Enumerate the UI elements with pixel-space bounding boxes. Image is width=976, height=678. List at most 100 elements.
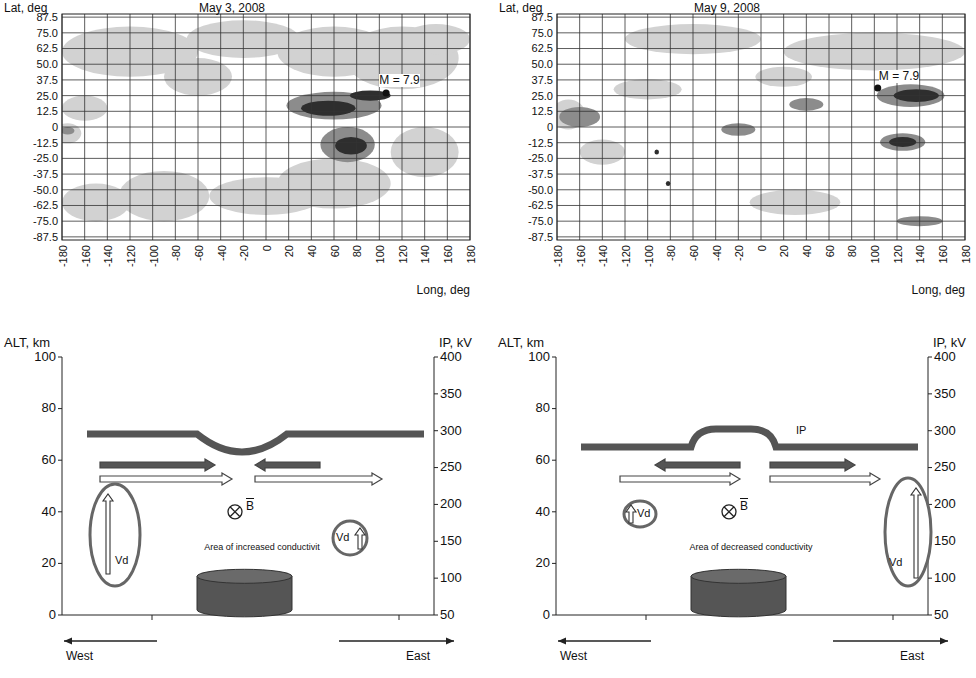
label: 100 xyxy=(440,571,462,585)
field-symbol xyxy=(228,505,242,519)
axis-line xyxy=(556,357,557,615)
label: ALT, km xyxy=(498,336,544,350)
velocity-label: Vd xyxy=(637,507,650,519)
label: -80 xyxy=(170,245,182,261)
label: 250 xyxy=(440,460,462,474)
map xyxy=(54,14,470,240)
label: Long, deg xyxy=(417,284,470,297)
tick xyxy=(928,467,932,468)
label: 120 xyxy=(397,245,409,263)
drift-arrow xyxy=(655,459,740,471)
label: 100 xyxy=(934,571,956,585)
label: 0 xyxy=(52,121,58,133)
direction-arrow xyxy=(339,640,454,641)
ellipse-outline xyxy=(624,501,656,527)
grid-line xyxy=(557,95,965,96)
label: 0 xyxy=(756,245,768,251)
label: 140 xyxy=(420,245,432,263)
grid-line xyxy=(62,189,470,190)
label: IP, kV xyxy=(933,336,966,350)
ionosphere-potential xyxy=(581,429,918,447)
axis-line xyxy=(434,357,435,615)
label: Area of increased conductivit xyxy=(204,543,320,553)
tick xyxy=(552,408,556,409)
label: -180 xyxy=(57,245,69,267)
ellipse-outline xyxy=(883,476,933,588)
tick xyxy=(928,578,932,579)
label: -100 xyxy=(643,245,655,267)
drift-ellipse: Vd xyxy=(883,476,933,588)
axis-line xyxy=(62,357,63,615)
label: -100 xyxy=(148,245,160,267)
grid-line xyxy=(557,158,965,159)
field-symbol xyxy=(230,507,240,517)
epicenter-dot xyxy=(383,90,390,97)
label: 75.0 xyxy=(37,27,58,39)
tick xyxy=(434,615,438,616)
label: 80 xyxy=(352,245,364,257)
label: IP xyxy=(796,424,806,436)
direction-arrow xyxy=(833,640,948,641)
grid-line xyxy=(557,111,965,112)
label: B xyxy=(740,500,748,513)
label: 180 xyxy=(465,245,477,263)
source-cylinder xyxy=(691,569,786,583)
tick xyxy=(58,408,62,409)
label: East xyxy=(900,650,924,663)
label: 40 xyxy=(306,245,318,257)
label: -140 xyxy=(102,245,114,267)
grid-line xyxy=(62,174,470,175)
tick xyxy=(552,615,556,616)
arrow-head xyxy=(446,638,454,645)
label: 250 xyxy=(934,460,956,474)
anomaly-area xyxy=(880,133,925,151)
label: -120 xyxy=(125,245,137,267)
label: -160 xyxy=(575,245,587,267)
drift-arrow xyxy=(770,459,855,471)
ellipse-outline xyxy=(885,478,931,586)
drift-arrow xyxy=(770,473,880,485)
label: 75.0 xyxy=(532,27,553,39)
label: -12.5 xyxy=(528,137,553,149)
label: 37.5 xyxy=(37,74,58,86)
label: 0 xyxy=(543,608,550,622)
label: 300 xyxy=(440,424,462,438)
velocity-arrow xyxy=(103,494,113,574)
label: 200 xyxy=(934,497,956,511)
anomaly-area xyxy=(666,181,671,186)
label: -50.0 xyxy=(528,184,553,196)
label: -87.5 xyxy=(528,231,553,243)
grid-line xyxy=(557,17,965,18)
label: 12.5 xyxy=(37,105,58,117)
label: -140 xyxy=(597,245,609,267)
label: -75.0 xyxy=(33,215,58,227)
label: 120 xyxy=(892,245,904,263)
label: 300 xyxy=(934,424,956,438)
direction-arrow xyxy=(558,640,651,641)
label: 62.5 xyxy=(532,42,553,54)
label: 350 xyxy=(440,387,462,401)
anomaly-area xyxy=(654,150,659,155)
tick xyxy=(58,511,62,512)
grid-line xyxy=(557,221,965,222)
label: 40 xyxy=(536,505,550,519)
drift-ellipse: Vd xyxy=(88,482,142,588)
anomaly-area xyxy=(402,24,470,54)
anomaly-area xyxy=(335,137,367,155)
tick xyxy=(434,430,438,431)
label: 87.5 xyxy=(532,11,553,23)
tick xyxy=(434,504,438,505)
label: -20 xyxy=(733,245,745,261)
label: 100 xyxy=(374,245,386,263)
grid-line xyxy=(62,48,470,49)
label: -60 xyxy=(193,245,205,261)
drift-arrow xyxy=(255,459,320,471)
label: M = 7.9 xyxy=(879,70,919,83)
label: May 9, 2008 xyxy=(694,2,760,15)
label: Long, deg xyxy=(912,284,965,297)
tick xyxy=(434,393,438,394)
arrow-head xyxy=(558,638,566,645)
label: -120 xyxy=(620,245,632,267)
label: 150 xyxy=(440,534,462,548)
grid-line xyxy=(557,127,965,128)
